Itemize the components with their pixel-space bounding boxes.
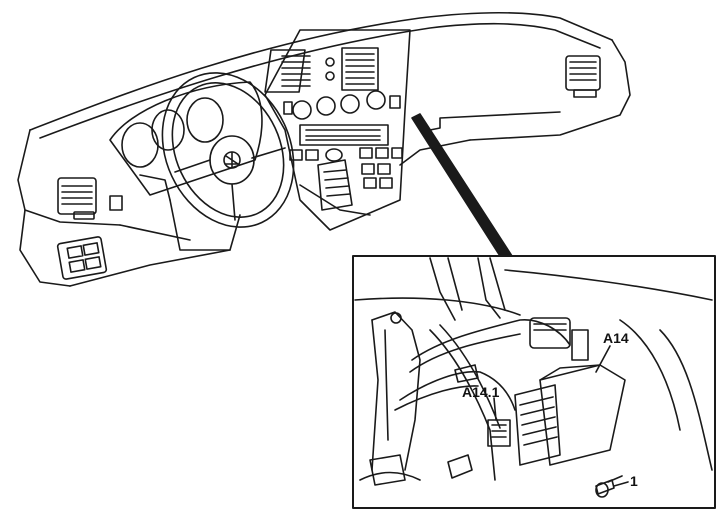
label-a14: A14: [603, 330, 629, 346]
detail-pointer: [412, 114, 512, 256]
dashboard-outline: [18, 13, 630, 286]
left-switch-panel: [57, 196, 122, 280]
left-vent: [58, 178, 96, 219]
instrument-cluster: [110, 82, 262, 195]
right-vent: [566, 56, 600, 97]
label-part-1: 1: [630, 473, 638, 489]
detail-inset: [353, 256, 715, 508]
center-console: [265, 30, 410, 230]
glovebox-edge: [430, 112, 560, 130]
label-a14-1: A14.1: [462, 384, 500, 400]
steering-wheel: [138, 51, 318, 250]
